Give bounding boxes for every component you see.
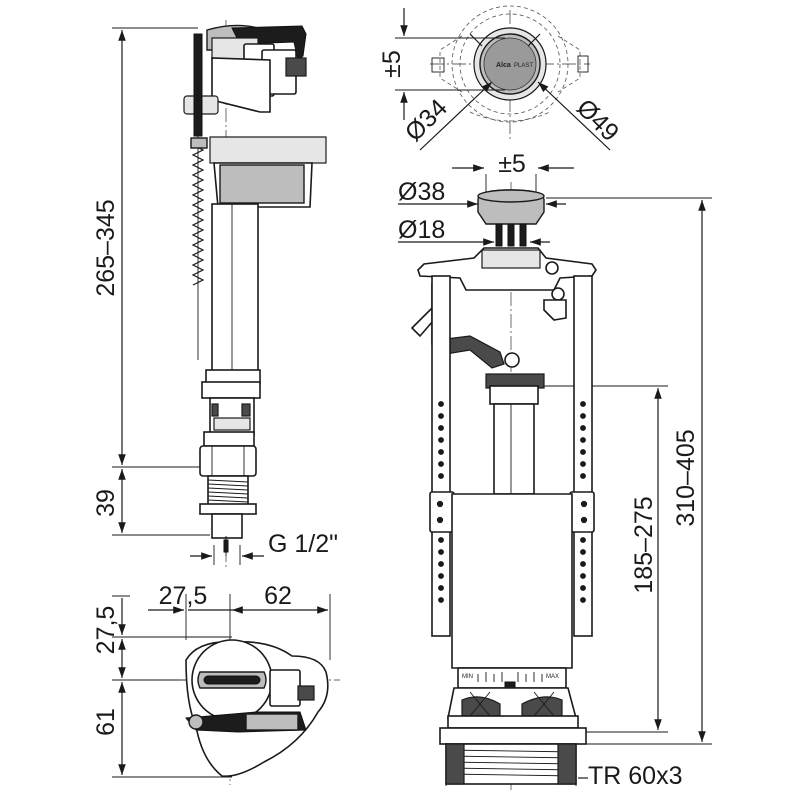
- rail-holes-left: [438, 401, 444, 603]
- fill-valve-top-view: 27,5 62 27,5 61: [92, 582, 340, 785]
- dim-fill-valve-thread: G 1/2": [268, 530, 338, 558]
- dim-flush-valve-height: 310–405: [672, 429, 700, 526]
- fill-valve-side-view: 265–345 39 G 1/2": [92, 20, 338, 570]
- label-max: MAX: [546, 674, 559, 680]
- flush-valve-side-view: ±5 Ø38 Ø18 310–405 185–275 TR 60x3: [398, 150, 712, 792]
- dim-button-diameter-18: Ø18: [398, 216, 445, 244]
- brand-suffix-label: PLAST: [514, 63, 533, 69]
- rail-holes-right: [580, 401, 586, 603]
- flush-button-top-view: Alca PLAST ±5 Ø34 Ø49: [378, 5, 624, 151]
- dim-fill-valve-top-width-left: 27,5: [159, 582, 208, 610]
- dim-flush-valve-stroke: 185–275: [630, 496, 658, 593]
- dim-button-offset-side: ±5: [498, 150, 526, 178]
- dim-fill-valve-thread-length: 39: [92, 489, 120, 517]
- dim-fill-valve-height: 265–345: [92, 199, 120, 296]
- dim-button-offset-top: ±5: [378, 50, 406, 78]
- brand-label: Alca: [496, 62, 511, 69]
- dim-button-diameter-inner-top: Ø34: [400, 94, 453, 147]
- dim-button-diameter-38: Ø38: [398, 178, 445, 206]
- label-min: MIN: [462, 674, 473, 680]
- dim-fill-valve-top-depth-upper: 27,5: [92, 606, 120, 655]
- dim-flush-valve-thread: TR 60x3: [588, 762, 682, 790]
- dim-fill-valve-top-depth-lower: 61: [92, 708, 120, 736]
- dim-button-diameter-outer-top: Ø49: [571, 94, 624, 147]
- dim-fill-valve-top-width-right: 62: [264, 582, 292, 610]
